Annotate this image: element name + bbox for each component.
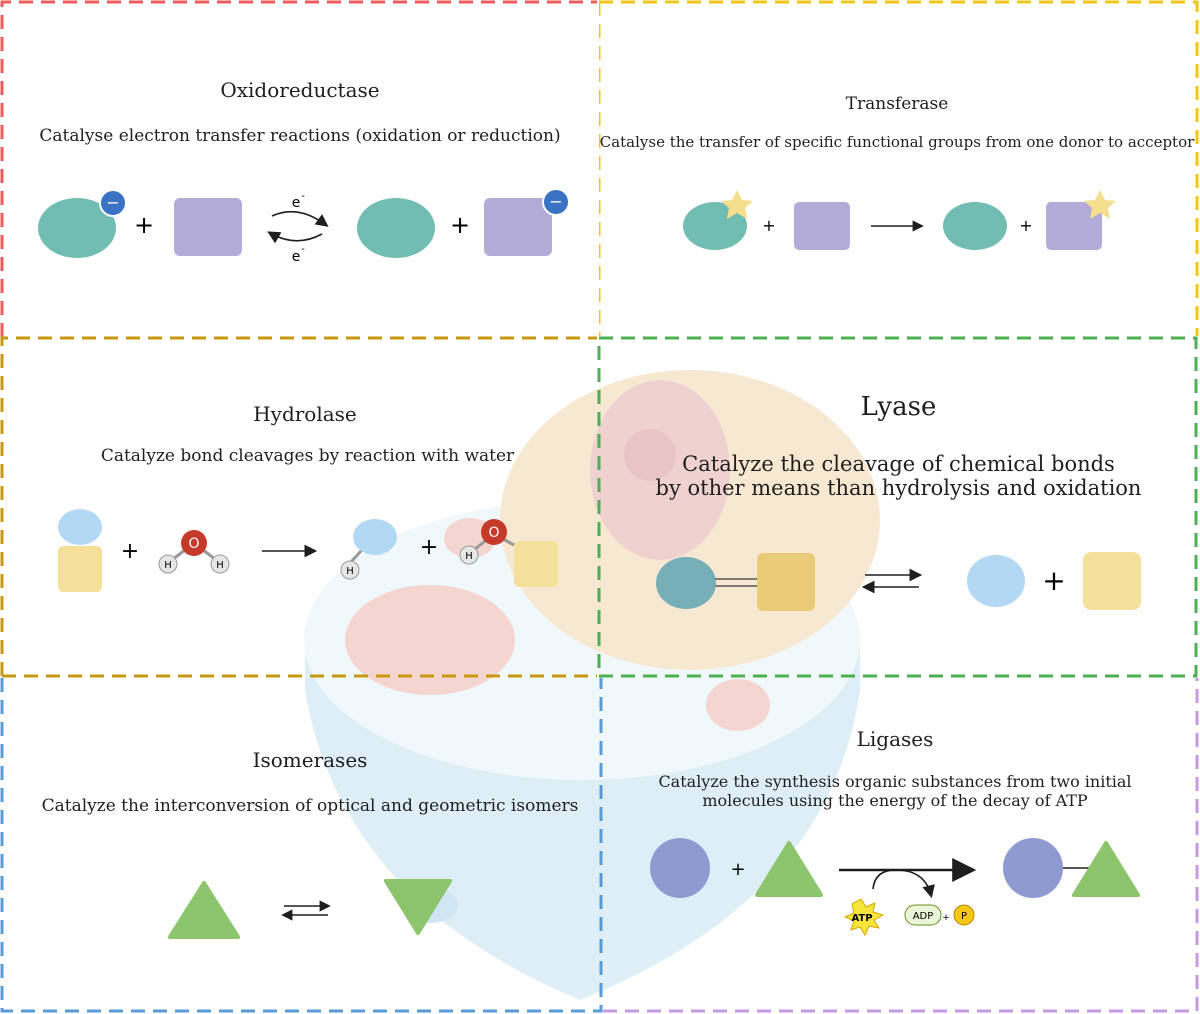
light-blue-substrate [58,509,102,545]
ligases-title: Ligases [856,727,934,751]
plus-sign: + [134,211,154,239]
transferase-title: Transferase [845,94,949,114]
isomerases-reaction [168,879,452,939]
ligases-border [603,678,1199,1013]
light-blue-product [353,519,397,555]
periwinkle-product [1003,838,1063,898]
isomerases-description: Catalyze the interconversion of optical … [41,796,579,816]
transferase-description: Catalyse the transfer of specific functi… [599,133,1195,151]
ligases-reaction: + ATP ADP + P [650,838,1140,937]
oxidoreductase-reaction: − + e - e - + − [38,188,570,265]
transferase-border [599,0,1199,336]
atp-label: ATP [851,913,872,924]
hydrolase-border [0,336,597,678]
electron-superscript-top: - [301,191,305,202]
svg-text:−: − [549,192,562,211]
bonded-substrate [656,553,815,611]
oxygen-atom [481,519,507,545]
lyase-reaction: + [656,552,1141,611]
electron-label-bottom: e [292,249,301,265]
electron-label-top: e [292,195,301,211]
electron-superscript-bottom: - [301,244,305,255]
hydrogen-label: H [216,560,224,571]
atp-burst-icon [843,898,885,937]
minus-charge-icon [99,189,127,217]
svg-text:−: − [106,193,119,212]
green-triangle-product [1072,841,1140,897]
plus-sign: + [420,535,438,560]
oxidoreductase-border [0,0,597,337]
adp-label: ADP [913,911,934,922]
oxidoreductase-description: Catalyse electron transfer reactions (ox… [39,126,561,146]
periwinkle-substrate [650,838,710,898]
plus-sign: + [1019,216,1032,235]
hydrogen-label: H [164,560,172,571]
plus-sign: + [730,859,745,880]
yellow-product [514,541,558,587]
functional-group-star-icon [1084,190,1116,219]
hydrolase-description: Catalyze bond cleavages by reaction with… [100,446,515,466]
hydrolase-reaction: + O H H H + O H [58,509,558,592]
forward-arrow [271,210,329,227]
panel-oxidoreductase: Oxidoreductase Catalyse electron transfe… [0,0,599,338]
hydrogen-atom [459,545,479,565]
plus-sign: + [450,211,470,239]
reverse-arrow [267,231,323,244]
panel-hydrolase: Hydrolase Catalyze bond cleavages by rea… [0,336,599,678]
hydrogen-atom [340,560,360,580]
lyase-title: Lyase [860,392,937,422]
lavender-product [484,198,552,256]
hydrogen-label: H [465,551,473,562]
panel-lyase: Lyase Catalyze the cleavage of chemical … [597,336,1200,678]
hydrolase-title: Hydrolase [253,402,357,426]
ligases-description-line2: molecules using the energy of the decay … [702,791,1088,810]
lavender-acceptor [794,202,850,250]
lavender-product [1046,202,1102,250]
oxygen-label: O [188,536,199,552]
plus-sign: + [942,913,950,923]
phosphate-label: P [961,911,967,922]
oxygen-label: O [488,525,499,541]
lyase-description-line1: Catalyze the cleavage of chemical bonds [682,452,1115,476]
lyase-description-line2: by other means than hydrolysis and oxida… [655,476,1142,500]
teal-product [943,202,1007,250]
lavender-substrate [174,198,242,256]
isomerases-border [0,678,603,1013]
minus-charge-icon [542,188,570,216]
plus-sign: + [121,539,139,564]
teal-substrate [38,198,116,258]
adp-badge [904,904,942,926]
yellow-product [1083,552,1141,610]
yellow-substrate [58,546,102,592]
plus-sign: + [1042,564,1065,597]
water-molecule: O H H [158,530,230,574]
plus-sign: + [762,216,775,235]
green-triangle-substrate [755,841,823,897]
panel-transferase: Transferase Catalyse the transfer of spe… [599,0,1200,338]
teal-product [357,198,435,258]
isomerases-title: Isomerases [252,748,368,772]
phosphate-icon [953,904,975,926]
panel-ligases: Ligases Catalyze the synthesis organic s… [603,678,1200,1014]
green-triangle-isomer [168,881,240,939]
transferase-reaction: + + [683,190,1116,250]
green-inverted-triangle-isomer [384,879,452,935]
functional-group-star-icon [721,190,753,219]
ligases-description-line1: Catalyze the synthesis organic substance… [658,772,1132,791]
lyase-border [597,336,1198,678]
hydrogen-label: H [346,566,354,577]
light-blue-product [967,555,1025,607]
atp-energy-arrow [872,869,935,899]
oxidoreductase-title: Oxidoreductase [220,78,380,102]
panel-isomerases: Isomerases Catalyze the interconversion … [0,678,603,1014]
